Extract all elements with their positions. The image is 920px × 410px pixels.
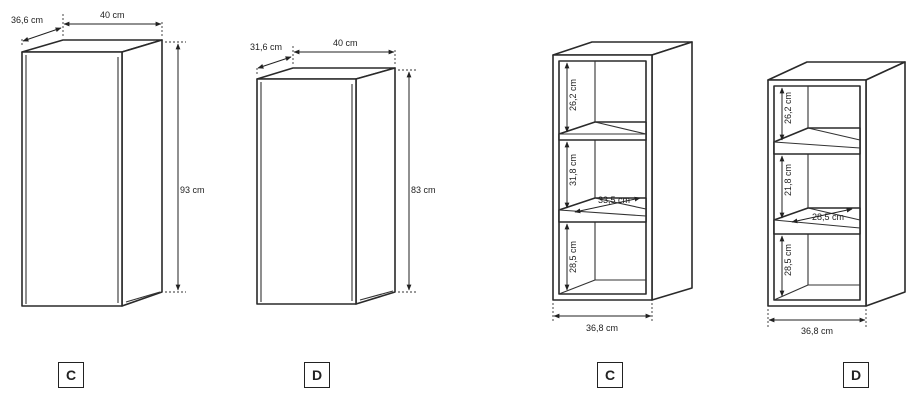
shelf-c-middle-gap-label: 31,8 cm	[568, 154, 578, 186]
shelf-c-tag: C	[597, 362, 623, 388]
shelf-c-inner-depth-label: 33,5 cm	[598, 195, 630, 205]
cabinet-d-width-dimension: 40 cm	[293, 38, 396, 64]
shelf-c-width-label: 36,8 cm	[586, 323, 618, 333]
cabinet-c-depth-label: 36,6 cm	[11, 15, 43, 25]
cabinet-d-depth-dimension: 31,6 cm	[250, 42, 294, 74]
cabinet-d-height-dimension: 83 cm	[398, 69, 436, 293]
shelf-c-bottom-gap-label: 28,5 cm	[568, 241, 578, 273]
cabinet-d-tag: D	[304, 362, 330, 388]
cabinet-d-height-label: 83 cm	[411, 185, 436, 195]
cabinet-c-height-dimension: 93 cm	[165, 41, 205, 293]
shelf-c-bottom-gap-dimension: 28,5 cm	[564, 223, 578, 291]
shelf-d-bottom-gap-dimension: 28,5 cm	[779, 235, 793, 297]
shelf-d-top-gap-dimension: 26,2 cm	[779, 87, 793, 141]
shelf-d-top-gap-label: 26,2 cm	[783, 92, 793, 124]
cabinet-d-width-label: 40 cm	[333, 38, 358, 48]
shelf-c-width-dimension: 36,8 cm	[552, 303, 653, 333]
cabinet-d-depth-label: 31,6 cm	[250, 42, 282, 52]
shelf-c-inner-depth-dimension: 33,5 cm	[574, 195, 641, 214]
shelf-c-top-gap-dimension: 26,2 cm	[564, 62, 578, 133]
shelf-c-top-gap-label: 26,2 cm	[568, 79, 578, 111]
cabinet-c-tag: C	[58, 362, 84, 388]
shelf-d-bottom-gap-label: 28,5 cm	[783, 244, 793, 276]
cabinet-c-height-label: 93 cm	[180, 185, 205, 195]
shelf-d-inner-depth-dimension: 28,5 cm	[791, 207, 853, 224]
shelf-d-middle-gap-label: 21,8 cm	[783, 164, 793, 196]
cabinet-c-width-dimension: 40 cm	[63, 10, 163, 36]
cabinet-c-depth-dimension: 36,6 cm	[11, 12, 64, 45]
cabinet-c-drawing	[21, 39, 163, 307]
cabinet-d-drawing	[256, 67, 396, 305]
shelf-d-width-label: 36,8 cm	[801, 326, 833, 336]
cabinet-c-width-label: 40 cm	[100, 10, 125, 20]
shelf-c-middle-gap-dimension: 31,8 cm	[564, 141, 578, 209]
shelf-d-inner-depth-label: 28,5 cm	[812, 212, 844, 222]
shelf-d-width-dimension: 36,8 cm	[767, 309, 867, 336]
shelf-d-middle-gap-dimension: 21,8 cm	[779, 155, 793, 219]
shelf-d-tag: D	[843, 362, 869, 388]
